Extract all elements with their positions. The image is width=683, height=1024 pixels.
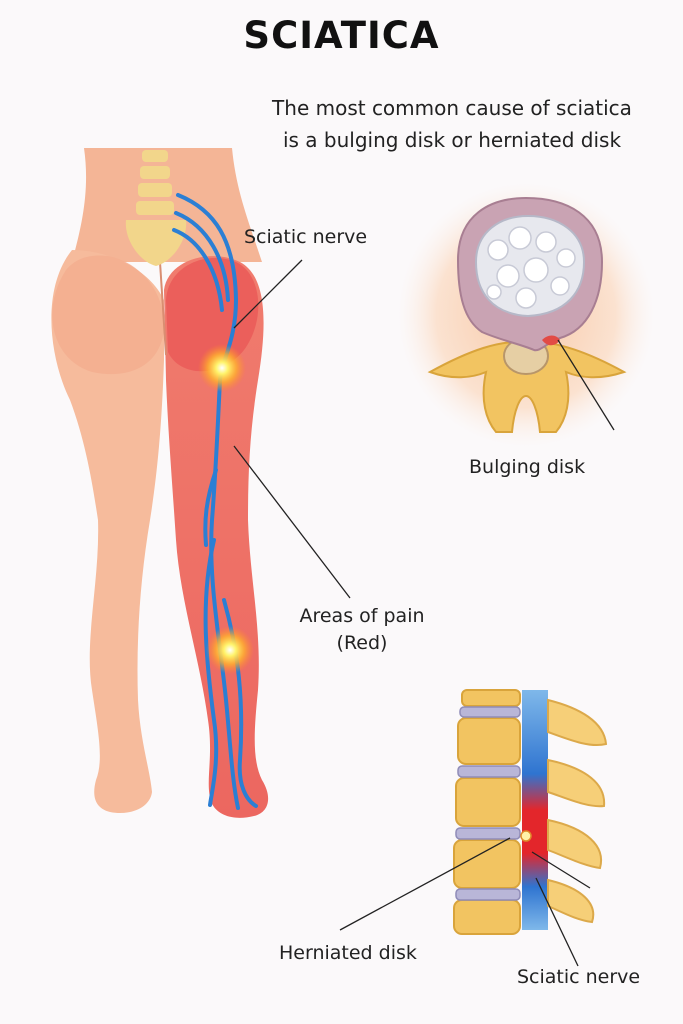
- label-sciatic-nerve-bottom: Sciatic nerve: [517, 966, 641, 988]
- page-title: SCIATICA: [243, 14, 440, 57]
- gluteal-cleft: [159, 261, 167, 356]
- pain-point-calf: [206, 626, 254, 674]
- disk-bulge: [542, 335, 560, 346]
- subtitle-line-2: is a bulging disk or herniated disk: [282, 128, 622, 152]
- label-sciatic-nerve-top: Sciatic nerve: [244, 226, 368, 248]
- label-areas-of-pain: Areas of pain (Red): [286, 603, 438, 657]
- left-buttock: [52, 255, 165, 375]
- label-areas-of-pain-line-1: Areas of pain: [299, 605, 425, 627]
- herniated-spine-illustration: [453, 689, 608, 935]
- herniation-bulge: [520, 830, 532, 842]
- leader-bulging: [557, 339, 615, 431]
- left-leg: [51, 250, 164, 814]
- leader-herniated: [339, 837, 511, 931]
- label-areas-of-pain-line-2: (Red): [336, 632, 388, 654]
- leader-lines: [233, 259, 615, 967]
- spinal-canal: [522, 690, 548, 930]
- leader-pain: [233, 445, 351, 599]
- label-bulging-disk: Bulging disk: [469, 456, 586, 478]
- body-figure: [51, 148, 269, 818]
- subtitle: The most common cause of sciatica is a b…: [232, 92, 672, 156]
- leader-sciatic-top: [233, 259, 303, 329]
- label-herniated-disk: Herniated disk: [279, 942, 417, 964]
- right-leg: [164, 256, 269, 818]
- leader-sciatic-bottom-1: [531, 851, 591, 889]
- subtitle-line-1: The most common cause of sciatica: [272, 96, 632, 120]
- pain-point-hip: [198, 344, 246, 392]
- leader-sciatic-bottom-2: [535, 877, 579, 967]
- lumbar-spine: [125, 150, 187, 266]
- bulging-disk-illustration: [398, 183, 654, 447]
